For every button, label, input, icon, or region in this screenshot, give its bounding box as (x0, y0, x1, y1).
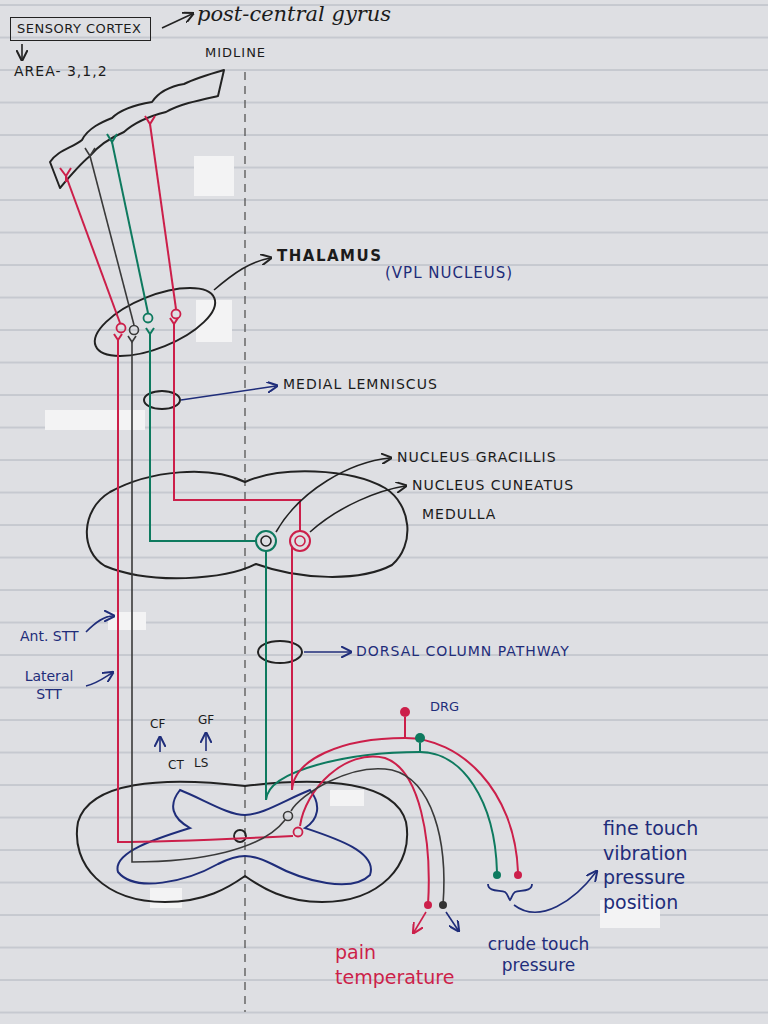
thalamic-neuron (172, 310, 181, 319)
leader-arrow (21, 44, 23, 59)
whiteout-patch (330, 790, 364, 806)
leader-arrow (86, 673, 112, 686)
ganglion-label: DRG (430, 699, 459, 715)
structure-label: THALAMUS (277, 247, 382, 266)
tract-abbrev-label: CT (168, 758, 184, 773)
nucleus-gracilis (261, 536, 271, 546)
nucleus-label: (VPL NUCLEUS) (385, 264, 513, 283)
cortex-terminal (85, 148, 95, 156)
nucleus-gracilis (256, 531, 276, 551)
structure-label: MEDULLA (422, 506, 496, 524)
grey-matter-outline (117, 790, 371, 884)
thalamic-terminal (128, 336, 136, 342)
gyrus-label: post-central gyrus (197, 1, 391, 27)
thalamic-neuron (117, 324, 126, 333)
node-text: SENSORY CORTEX (17, 21, 144, 37)
tract-label: MEDIAL LEMNISCUS (283, 376, 438, 394)
tract-label: Ant. STT (20, 628, 79, 646)
sensation-label: pain temperature (335, 940, 470, 989)
tract-label: Lateral STT (14, 668, 84, 703)
fasciculus-label: CF (150, 717, 165, 732)
sensation-label: fine touch vibration pressure position (603, 816, 738, 915)
receptor-ending (514, 871, 522, 879)
leader-arrow (304, 651, 350, 653)
midline-label: MIDLINE (205, 45, 266, 61)
area-label: AREA- 3,1,2 (14, 63, 108, 81)
whiteout-patch (45, 410, 145, 430)
fasciculus-label: GF (198, 713, 214, 728)
red-third-order-fibre (150, 124, 176, 309)
nucleus-cuneatus (295, 536, 305, 546)
green-second-order-fibre (150, 334, 256, 541)
leader-arrow (86, 616, 113, 632)
green-third-order-fibre (112, 142, 148, 313)
leader-arrow (214, 258, 270, 290)
sensation-label: crude touch pressure (476, 934, 601, 977)
dorsal-horn-neuron (294, 828, 303, 837)
whiteout-patch (108, 612, 146, 630)
thalamic-neuron (130, 326, 139, 335)
red-third-order-fibre (66, 176, 120, 323)
whiteout-patch (150, 888, 182, 908)
receptor-ending (493, 871, 501, 879)
lateral-stt-fibre (118, 340, 293, 842)
drg-stalk (419, 743, 421, 752)
tract-abbrev-label: LS (194, 756, 208, 771)
tract-label: DORSAL COLUMN PATHWAY (356, 643, 570, 661)
cortex-terminal (145, 116, 155, 124)
drg-cell-body (400, 707, 410, 717)
black-third-order-fibre (90, 156, 134, 325)
red-second-order-fibre (174, 324, 300, 531)
nucleus-label: NUCLEUS CUNEATUS (412, 477, 574, 495)
leader-arrow (181, 386, 276, 400)
whiteout-patch (194, 156, 234, 196)
dorsal-horn-neuron (284, 812, 293, 821)
leader-arrow (205, 734, 207, 751)
red-first-order-fibre (292, 547, 518, 872)
cortex-terminal (107, 134, 117, 142)
drg-stalk (404, 717, 406, 738)
crude-touch-first-order-fibre (291, 769, 444, 905)
thalamic-neuron (144, 314, 153, 323)
anterior-stt-fibre (132, 342, 285, 862)
leader-arrow (446, 912, 458, 930)
receptor-ending (439, 901, 447, 909)
nucleus-label: NUCLEUS GRACILLIS (397, 449, 557, 467)
dorsal-column-oval (258, 641, 302, 663)
cortex-band (50, 70, 224, 188)
leader-arrow (159, 738, 161, 752)
receptor-ending (424, 901, 432, 909)
curly-brace (488, 884, 532, 900)
thalamic-terminal (146, 328, 154, 334)
central-canal (234, 830, 246, 842)
drg-cell-body (415, 733, 425, 743)
thalamic-terminal (114, 334, 122, 340)
thalamic-terminal (170, 318, 178, 324)
leader-arrow (162, 14, 192, 28)
leader-arrow (414, 912, 426, 932)
cortex-terminal (60, 168, 71, 182)
leader-arrow (310, 486, 405, 532)
leader-arrow (514, 872, 596, 912)
medulla-outline (87, 471, 408, 578)
boxed-heading: SENSORY CORTEX (10, 17, 151, 41)
